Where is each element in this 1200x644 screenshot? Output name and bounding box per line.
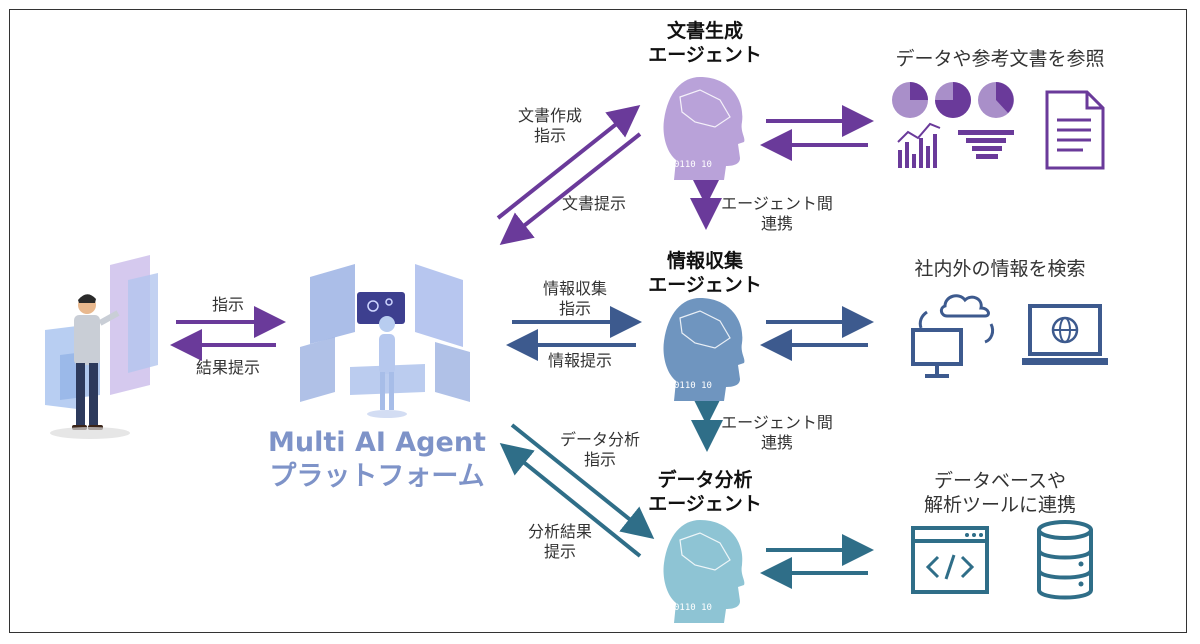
info-agent-title: 情報収集 エージェント bbox=[630, 250, 780, 298]
info-collection-instruction-label: 情報収集 指示 bbox=[525, 279, 625, 319]
diagram-frame bbox=[9, 9, 1187, 633]
platform-title-line1: Multi AI Agent bbox=[268, 427, 486, 458]
data-agent-to-platform-arrow bbox=[499, 442, 642, 558]
data-resource-line1: データベースや bbox=[933, 470, 1067, 492]
data-analysis-instruction-line2: 指示 bbox=[583, 450, 616, 469]
cloud-sync-computer-icon bbox=[911, 294, 995, 378]
inter-agent-upper-line2: 連携 bbox=[760, 214, 793, 233]
doc-agent-title-line2: エージェント bbox=[648, 43, 762, 66]
platform-to-doc-agent-arrow bbox=[496, 105, 641, 220]
info-agent-title-line2: エージェント bbox=[648, 273, 762, 296]
data-analysis-instruction-line1: データ分析 bbox=[559, 430, 640, 449]
inter-agent-lower-line1: エージェント間 bbox=[721, 413, 833, 432]
pie-and-bar-charts-icon bbox=[892, 82, 1014, 168]
database-icon bbox=[1037, 520, 1093, 600]
inter-agent-label-upper: エージェント間 連携 bbox=[712, 194, 842, 234]
data-agent-title: データ分析 エージェント bbox=[630, 469, 780, 517]
doc-creation-instruction-line2: 指示 bbox=[533, 126, 566, 145]
info-collection-instruction-line1: 情報収集 bbox=[542, 279, 607, 298]
laptop-globe-icon bbox=[1022, 304, 1108, 365]
svg-text:0110 10: 0110 10 bbox=[674, 160, 712, 170]
inter-agent-lower-line2: 連携 bbox=[760, 433, 793, 452]
data-analysis-instruction-label: データ分析 指示 bbox=[545, 430, 655, 470]
doc-agent-title: 文書生成 エージェント bbox=[630, 20, 780, 68]
data-resource-title: データベースや 解析ツールに連携 bbox=[880, 470, 1120, 518]
svg-text:0110 10: 0110 10 bbox=[674, 603, 712, 613]
analysis-result-line1: 分析結果 bbox=[527, 522, 592, 541]
svg-text:0110 10: 0110 10 bbox=[674, 381, 712, 391]
platform-title: Multi AI Agent プラットフォーム bbox=[262, 426, 492, 494]
doc-presentation-label: 文書提示 bbox=[562, 194, 627, 213]
analysis-result-line2: 提示 bbox=[543, 542, 576, 561]
data-agent-head-icon: 0110 10 bbox=[663, 520, 745, 623]
inter-agent-upper-line1: エージェント間 bbox=[721, 194, 833, 213]
doc-creation-instruction-line1: 文書作成 bbox=[517, 106, 582, 125]
doc-resource-title: データや参考文書を参照 bbox=[895, 48, 1105, 70]
platform-illustration bbox=[300, 264, 470, 418]
document-icon bbox=[1045, 90, 1105, 170]
analysis-result-presentation-label: 分析結果 提示 bbox=[510, 522, 610, 562]
platform-title-line2: プラットフォーム bbox=[269, 460, 485, 492]
code-window-icon bbox=[911, 526, 989, 594]
info-collection-instruction-line2: 指示 bbox=[558, 299, 591, 318]
doc-agent-to-platform-arrow bbox=[499, 132, 642, 245]
data-agent-title-line2: エージェント bbox=[648, 492, 762, 515]
inter-agent-label-lower: エージェント間 連携 bbox=[712, 413, 842, 453]
info-resource-title: 社内外の情報を検索 bbox=[914, 258, 1086, 280]
user-instruction-label: 指示 bbox=[211, 295, 244, 314]
info-agent-title-line1: 情報収集 bbox=[666, 250, 743, 272]
user-illustration bbox=[45, 255, 158, 439]
data-agent-title-line1: データ分析 bbox=[657, 469, 753, 491]
info-presentation-label: 情報提示 bbox=[547, 351, 612, 370]
info-agent-head-icon: 0110 10 bbox=[663, 298, 745, 401]
result-presentation-label: 結果提示 bbox=[195, 358, 260, 377]
data-resource-line2: 解析ツールに連携 bbox=[923, 493, 1076, 516]
doc-agent-title-line1: 文書生成 bbox=[666, 20, 743, 42]
doc-creation-instruction-label: 文書作成 指示 bbox=[500, 106, 600, 146]
doc-agent-head-icon: 0110 10 bbox=[663, 77, 745, 180]
